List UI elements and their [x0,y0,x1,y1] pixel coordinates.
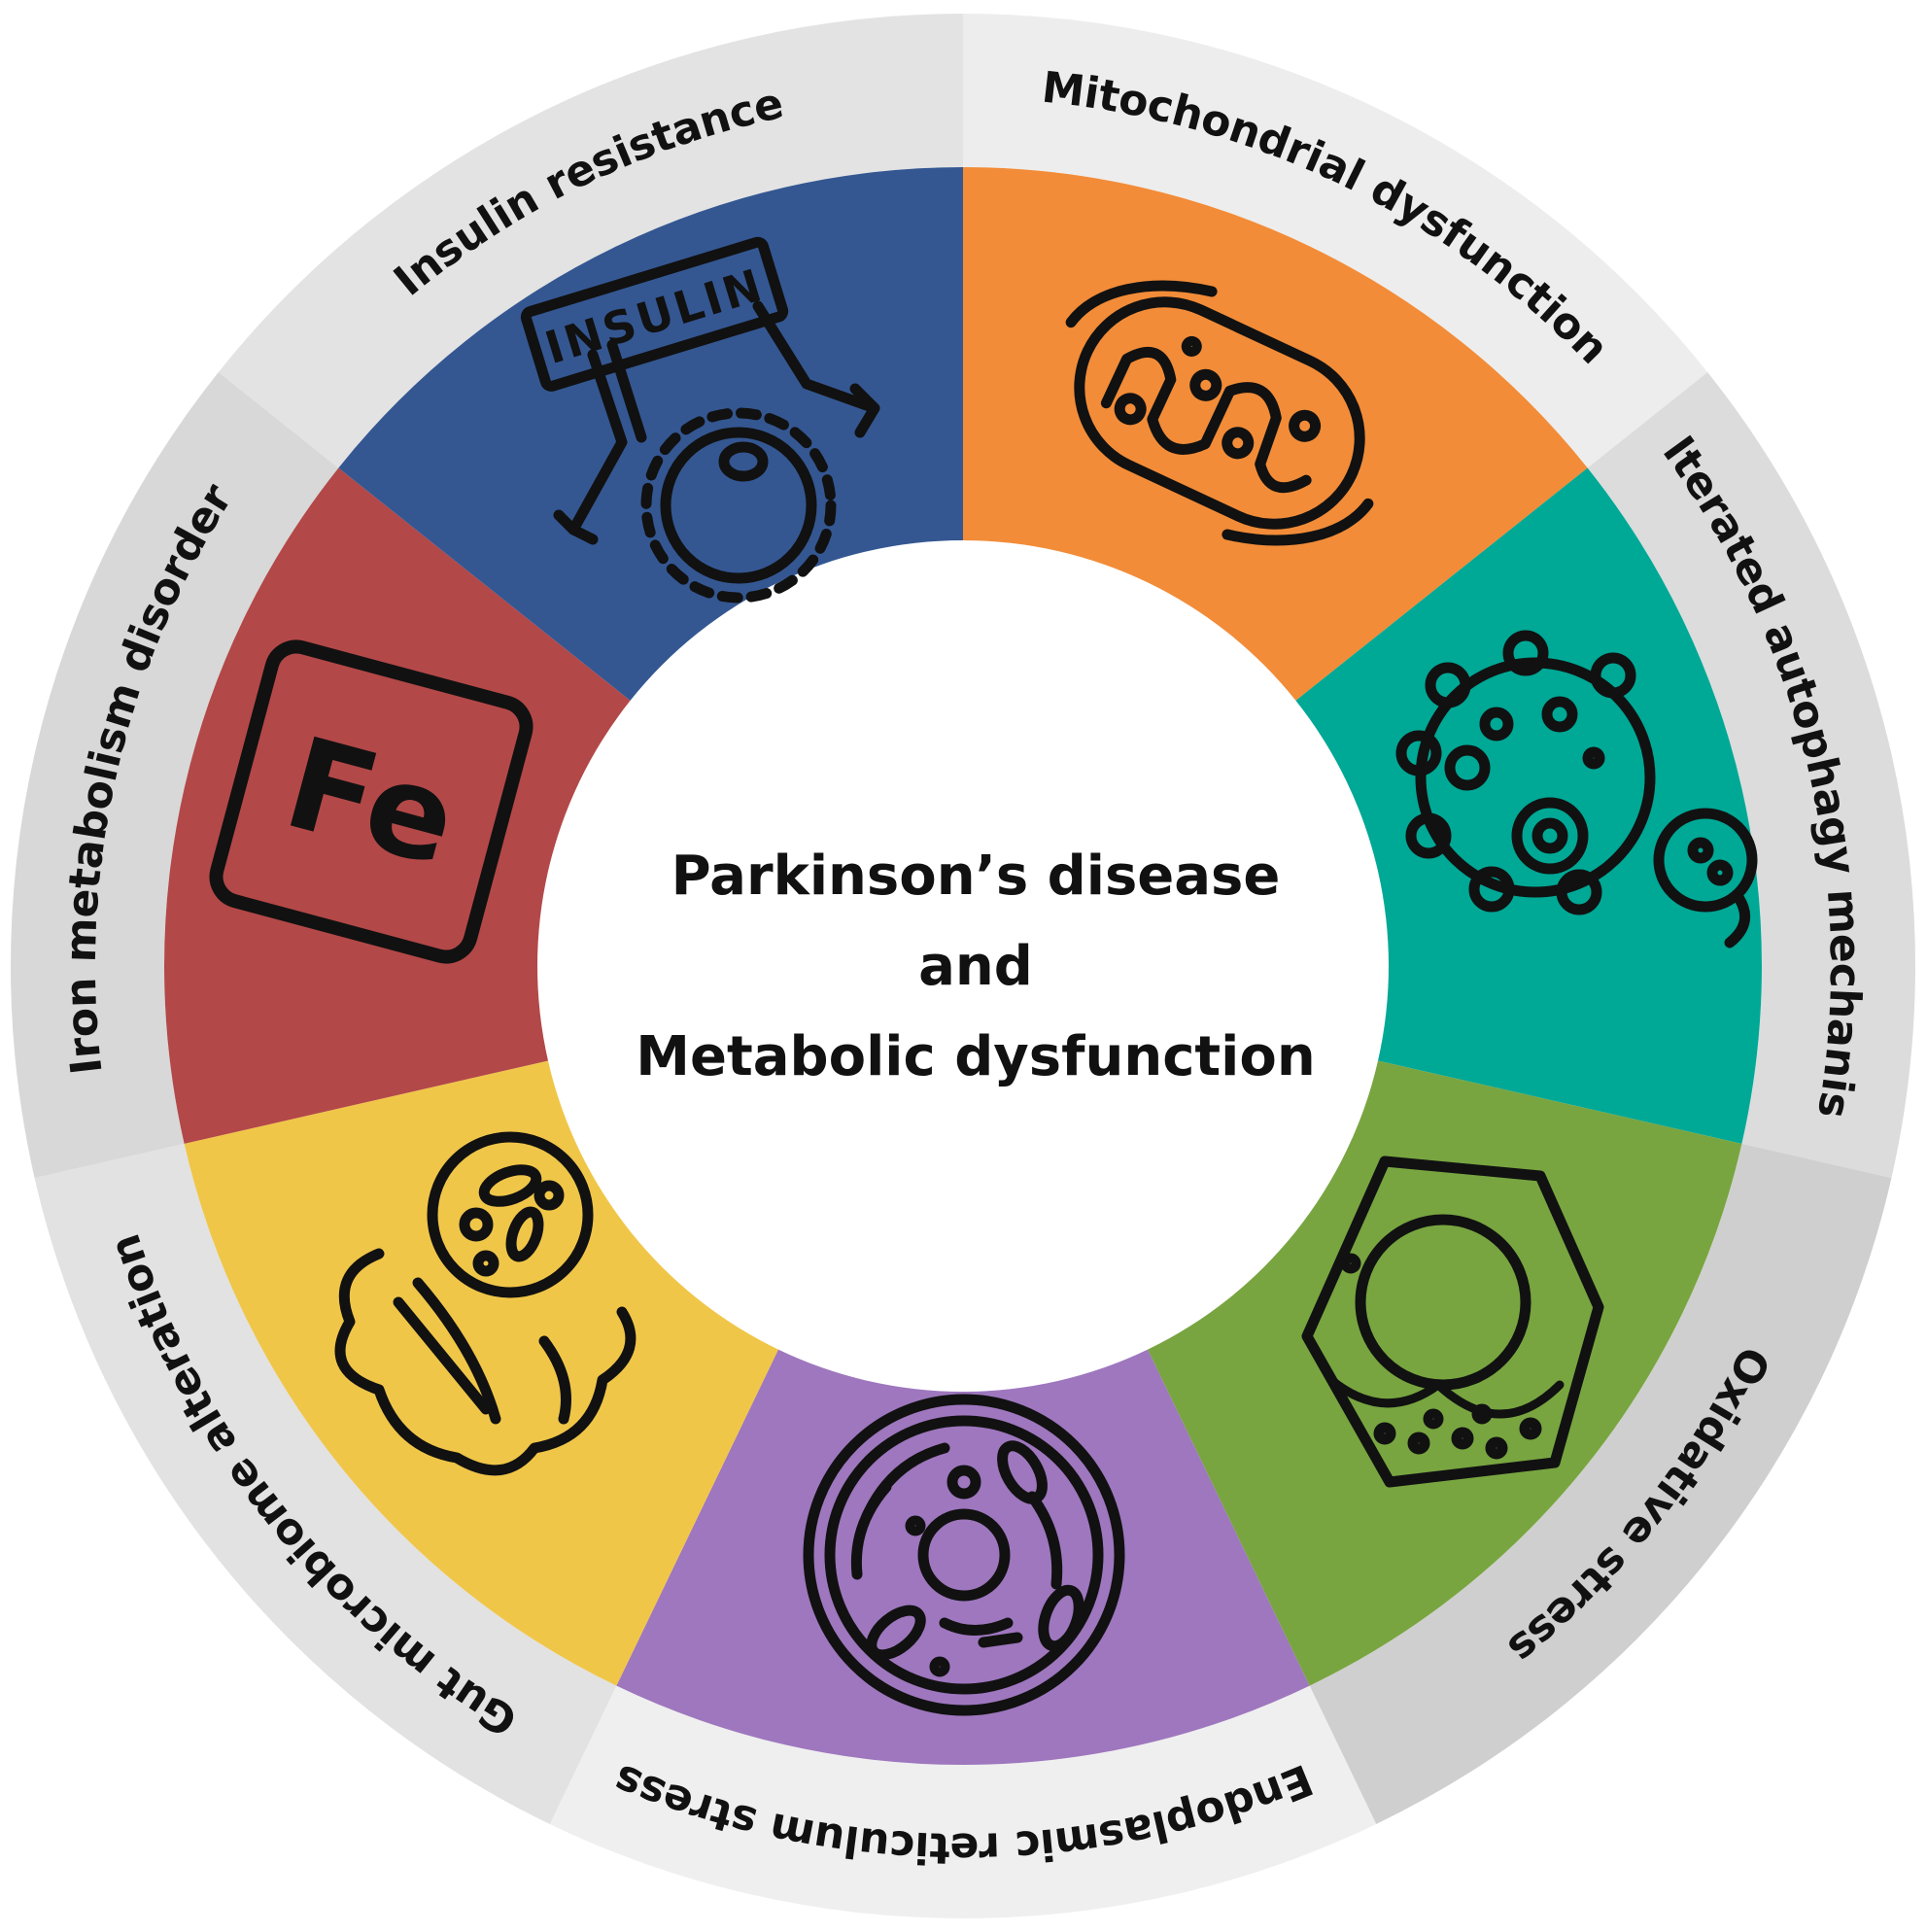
outer-ring [11,13,1915,1918]
center-title-line1: Parkinson’s disease [671,845,1281,908]
er-cell-icon [803,1394,1125,1716]
ring-segment [218,13,963,468]
ring-segment [11,371,339,1179]
sector [1148,1060,1742,1686]
ring-segment [1587,371,1915,1179]
center-title-line3: Metabolic dysfunction [636,1025,1315,1088]
mitochondrion-icon [1065,280,1374,546]
sector [163,467,631,1144]
center-title-line2: and [918,935,1033,998]
ring-segment [549,1685,1377,1918]
sector [616,1349,1310,1765]
ring-segment [1309,1143,1892,1824]
center-disc [538,541,1388,1391]
autophagy-cell-icon [1395,630,1758,949]
gut-bacteria-icon [334,1131,637,1476]
ring-segment [963,14,1708,468]
oxidative-cell-icon [1301,1156,1604,1488]
ring-segment [34,1143,617,1824]
